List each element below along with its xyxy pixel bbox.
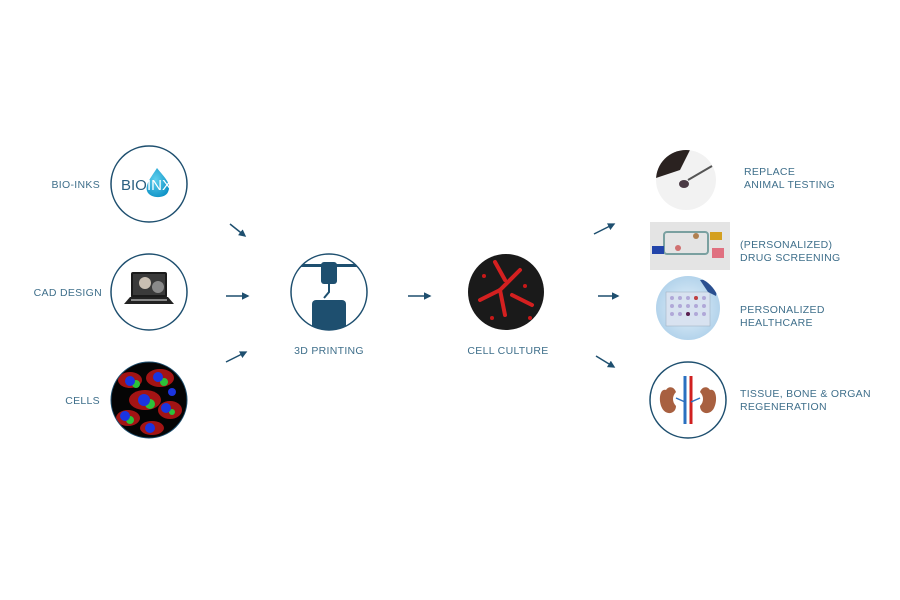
3d-printing-label: 3D PRINTING	[294, 345, 364, 357]
regeneration-circle	[649, 361, 727, 439]
input-bio-inks: BIO-INKS BIO INX	[52, 145, 188, 223]
regeneration-label-line2: REGENERATION	[740, 401, 827, 413]
well-plate-image	[656, 276, 720, 340]
healthcare-label-line2: HEALTHCARE	[740, 317, 813, 329]
cell-culture-label: CELL CULTURE	[467, 345, 548, 357]
outcome-personalized-healthcare: PERSONALIZED HEALTHCARE	[656, 276, 825, 340]
bioinx-logo: BIO INX	[121, 168, 172, 198]
organ-on-chip-image	[650, 222, 730, 270]
bioprinter-icon	[291, 262, 367, 330]
cells-circle	[110, 361, 188, 439]
laptop-icon	[124, 272, 174, 304]
bio-inks-label: BIO-INKS	[52, 179, 101, 191]
arrow-to-regeneration	[595, 355, 616, 368]
outcome-replace-animal-testing: REPLACE ANIMAL TESTING	[656, 150, 835, 210]
logo-text-bio: BIO	[121, 177, 147, 194]
outcome-drug-screening: (PERSONALIZED) DRUG SCREENING	[650, 222, 840, 270]
cells-label: CELLS	[65, 395, 100, 407]
kidney-icon	[659, 376, 717, 424]
rabbit-image	[656, 150, 716, 210]
process-cell-culture: CELL CULTURE	[467, 254, 548, 357]
logo-text-inx: INX	[147, 177, 172, 194]
animal-testing-label-line2: ANIMAL TESTING	[744, 179, 835, 191]
regeneration-label-line1: TISSUE, BONE & ORGAN	[740, 388, 871, 400]
drug-screening-label-line1: (PERSONALIZED)	[740, 239, 832, 251]
animal-testing-label-line1: REPLACE	[744, 166, 795, 178]
arrow-to-animal-testing	[593, 223, 616, 235]
cells-microscopy-image	[111, 362, 187, 438]
arrow-cells-to-printing	[225, 351, 248, 363]
cell-culture-image	[468, 254, 544, 330]
input-cells: CELLS	[65, 361, 188, 439]
cad-design-label: CAD DESIGN	[34, 287, 102, 299]
process-3d-printing: 3D PRINTING	[290, 253, 368, 357]
drug-screening-label-line2: DRUG SCREENING	[740, 252, 840, 264]
droplet-icon	[146, 168, 170, 198]
healthcare-label-line1: PERSONALIZED	[740, 304, 825, 316]
arrow-bio-inks-to-printing	[229, 223, 247, 237]
outcome-tissue-regeneration: TISSUE, BONE & ORGAN REGENERATION	[649, 361, 871, 439]
input-cad-design: CAD DESIGN	[34, 253, 188, 331]
